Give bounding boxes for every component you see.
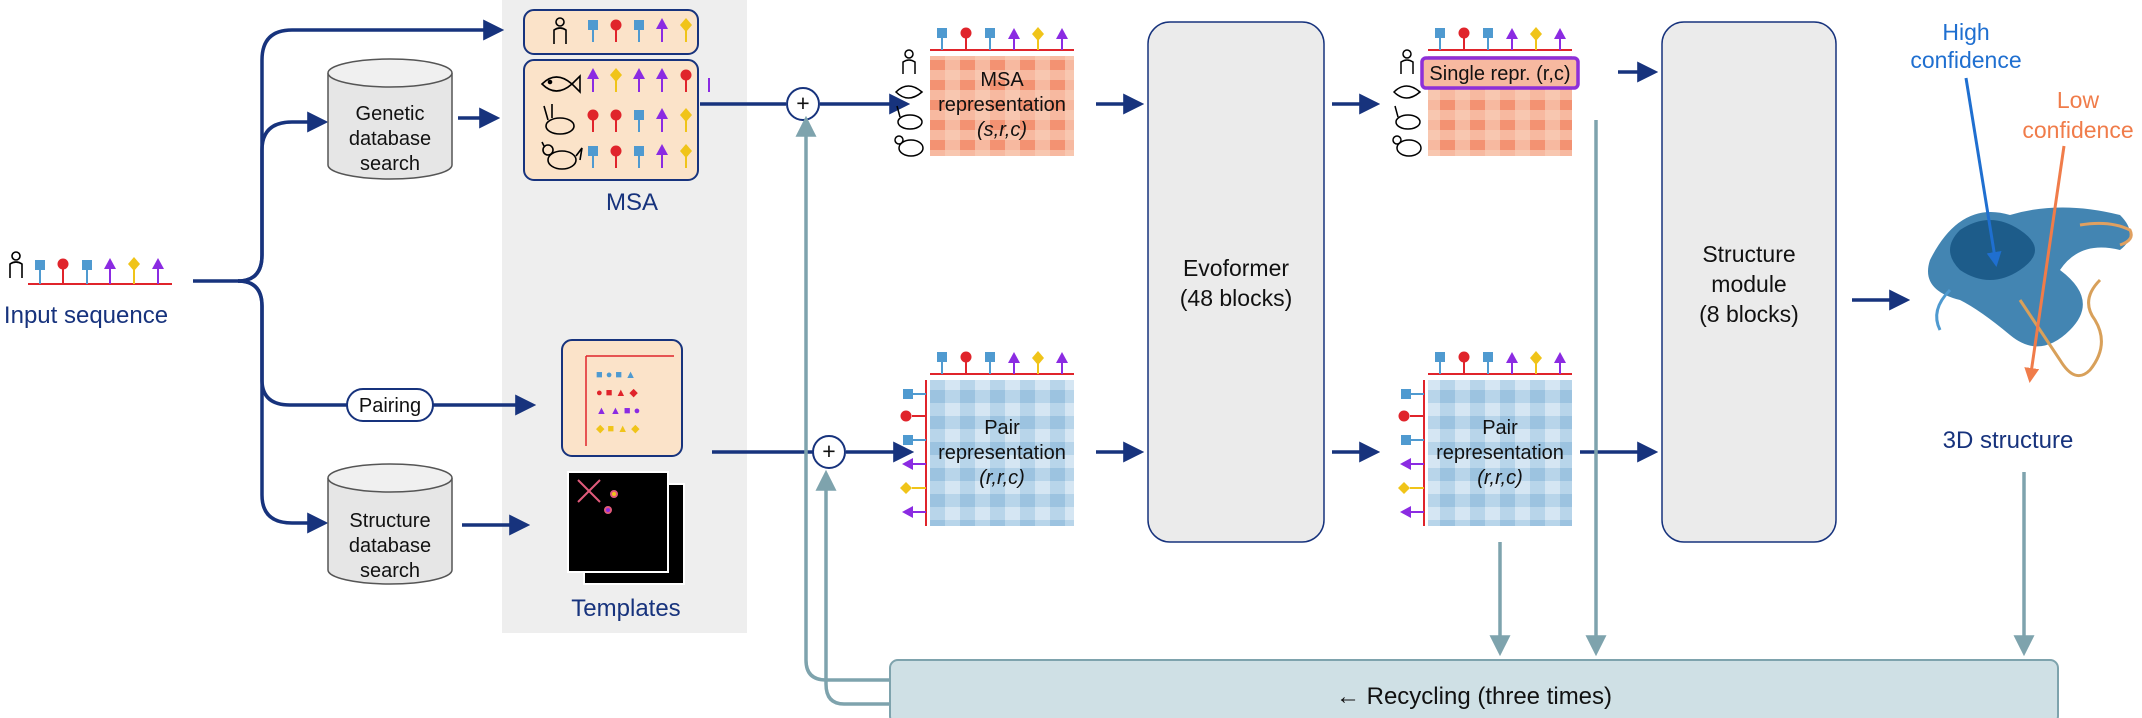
- pair-repr-line2: representation: [1436, 442, 1564, 464]
- structure-module-block: Structure module (8 blocks): [1661, 21, 1837, 543]
- template-contact-map: [577, 479, 618, 514]
- evoformer-input-arrows: [1096, 93, 1145, 463]
- human-icon: [9, 251, 23, 278]
- structure-module-line2: module: [1711, 271, 1786, 297]
- msa-repr-header: [930, 27, 1074, 51]
- svg-text:confidence: confidence: [2022, 117, 2133, 143]
- structure-database-cylinder: Structure database search: [327, 463, 453, 585]
- input-branches: [193, 19, 537, 536]
- pair-representation-in: Pair representation (r,r,c): [900, 351, 1074, 526]
- input-residues: [35, 257, 164, 284]
- svg-text:◆ ■ ▲ ◆: ◆ ■ ▲ ◆: [596, 423, 640, 435]
- pair-representation-out: Pair representation (r,r,c): [1398, 351, 1572, 526]
- pair-repr-header: [1428, 351, 1572, 375]
- structure-search-line1: Structure: [349, 510, 430, 532]
- msa-repr-line2: representation: [938, 94, 1066, 116]
- fish-icon: [540, 74, 581, 94]
- pairing-label: Pairing: [359, 395, 421, 417]
- recycling-bar: ← Recycling (three times): [889, 659, 2059, 718]
- structure-search-line2: database: [349, 535, 431, 557]
- pair-repr-matrix: [930, 380, 1074, 526]
- genetic-database-cylinder: Genetic database search: [327, 58, 453, 180]
- svg-text:+: +: [796, 90, 809, 116]
- msa-repr-matrix: [930, 56, 1074, 156]
- protein-structure-icon: [1928, 207, 2133, 378]
- pair-repr-matrix: [1428, 380, 1572, 526]
- evoformer-block: Evoformer (48 blocks): [1147, 21, 1325, 543]
- structure-3d-label: 3D structure: [1943, 427, 2074, 454]
- high-confidence-label: High confidence: [1910, 19, 2022, 267]
- species-icons: [1392, 49, 1422, 157]
- genetic-search-line3: search: [360, 153, 420, 175]
- structure-module-line1: Structure: [1702, 241, 1795, 267]
- structure-input-arrows: [1580, 61, 1911, 463]
- svg-text:+: +: [822, 438, 835, 464]
- svg-text:▲ ▲ ■ ●: ▲ ▲ ■ ●: [596, 405, 640, 417]
- recycling-arrows: [795, 115, 2035, 706]
- msa-box: MSA: [523, 59, 710, 216]
- pair-repr-line1: Pair: [1482, 417, 1518, 439]
- structure-module-line3: (8 blocks): [1699, 301, 1799, 327]
- pair-features-box: ■ ● ■ ▲ ● ■ ▲ ◆ ▲ ▲ ■ ● ◆ ■ ▲ ◆: [561, 339, 683, 457]
- low-confidence-label: Low confidence: [2022, 87, 2134, 383]
- pair-repr-line2: representation: [938, 442, 1066, 464]
- pair-feature-glyphs: ■ ● ■ ▲ ● ■ ▲ ◆ ▲ ▲ ■ ● ◆ ■ ▲ ◆: [596, 369, 640, 435]
- pair-repr-side: [900, 380, 927, 526]
- svg-text:Low: Low: [2057, 87, 2100, 113]
- pair-repr-line3: (r,r,c): [1477, 467, 1523, 489]
- templates-stack: Templates: [567, 471, 685, 622]
- pair-repr-line1: Pair: [984, 417, 1020, 439]
- single-repr-highlight: [1420, 56, 1580, 90]
- pair-repr-side: [1398, 380, 1425, 526]
- evoformer-line1: Evoformer: [1183, 255, 1289, 281]
- single-representation: Single repr. (r,c): [1392, 27, 1580, 157]
- structure-search-line3: search: [360, 560, 420, 582]
- genetic-search-line2: database: [349, 128, 431, 150]
- msa-query-box: [523, 9, 699, 55]
- msa-repr-line1: MSA: [980, 69, 1024, 91]
- pairing-pill: Pairing: [346, 388, 434, 422]
- evoformer-line2: (48 blocks): [1180, 285, 1292, 311]
- plus-node-pair: +: [812, 435, 846, 469]
- recycling-label: ← Recycling (three times): [1336, 683, 1612, 710]
- rabbit-icon: [543, 104, 575, 135]
- svg-text:● ■ ▲ ◆: ● ■ ▲ ◆: [596, 387, 638, 399]
- svg-text:confidence: confidence: [1910, 47, 2021, 73]
- input-sequence-label: Input sequence: [4, 302, 168, 329]
- pair-repr-header: [930, 351, 1074, 375]
- human-icon: [553, 17, 567, 44]
- evoformer-output-arrows: [1332, 93, 1381, 463]
- single-repr-label: Single repr. (r,c): [1429, 63, 1570, 85]
- single-repr-header: [1428, 27, 1572, 51]
- msa-label: MSA: [606, 189, 658, 216]
- pair-repr-line3: (r,r,c): [979, 467, 1025, 489]
- chicken-icon: [541, 141, 583, 170]
- genetic-search-line1: Genetic: [356, 103, 425, 125]
- svg-text:High: High: [1942, 19, 1989, 45]
- svg-text:■ ● ■ ▲: ■ ● ■ ▲: [596, 369, 636, 381]
- msa-representation: MSA representation (s,r,c): [894, 27, 1074, 157]
- msa-repr-line3: (s,r,c): [977, 119, 1027, 141]
- feature-join-lines: [700, 93, 915, 463]
- species-icons: [894, 49, 924, 157]
- input-sequence: Input sequence: [4, 251, 172, 329]
- msa-residues: [587, 68, 710, 168]
- templates-label: Templates: [571, 595, 680, 622]
- plus-node-msa: +: [786, 87, 820, 121]
